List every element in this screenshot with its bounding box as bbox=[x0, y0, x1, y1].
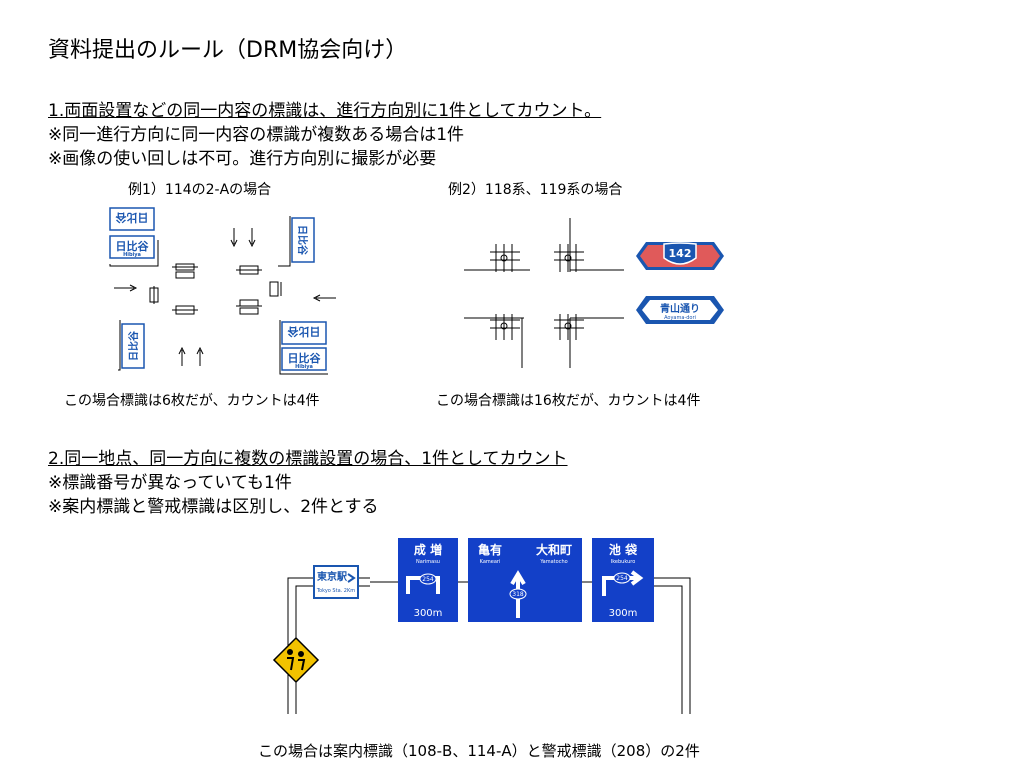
svg-text:300m: 300m bbox=[414, 608, 443, 619]
tokyo-station-sign: 東京駅 Tokyo Sta. 2Km bbox=[313, 565, 359, 599]
svg-text:142: 142 bbox=[669, 247, 692, 260]
rule2-note-2: ※案内標識と警戒標識は区別し、2件とする bbox=[48, 497, 379, 517]
example1-label: 例1）114の2-Aの場合 bbox=[128, 182, 272, 198]
sign-text-4: 日比谷 bbox=[288, 351, 322, 365]
sign-mirrored-text-2: 日比谷 bbox=[287, 325, 321, 339]
traffic-light-icon-5 bbox=[149, 286, 159, 304]
sign-sub-1: Hibiya bbox=[123, 252, 141, 258]
svg-text:300m: 300m bbox=[609, 608, 638, 619]
svg-text:東京駅: 東京駅 bbox=[317, 570, 348, 583]
svg-text:254: 254 bbox=[422, 576, 434, 583]
sign-hibiya-top-right bbox=[291, 217, 315, 263]
traffic-light-icon-6 bbox=[269, 281, 282, 297]
rule2-note-1: ※標識番号が異なっていても1件 bbox=[48, 473, 292, 493]
intersection-icon-4 bbox=[554, 314, 584, 340]
svg-text:Aoyama-dori: Aoyama-dori bbox=[664, 315, 696, 321]
sign-text-1: 日比谷 bbox=[116, 239, 150, 253]
sign-hibiya-top-left bbox=[109, 235, 155, 259]
sign-mirrored-bottom-right bbox=[281, 321, 327, 345]
page-title: 資料提出のルール（DRM協会向け） bbox=[48, 38, 408, 63]
sign-mirrored-text-1: 日比谷 bbox=[115, 211, 149, 225]
svg-text:Kameari: Kameari bbox=[480, 559, 501, 565]
svg-text:青山通り: 青山通り bbox=[660, 302, 700, 315]
intersection-icon-3 bbox=[490, 314, 520, 340]
arrow-down-icon bbox=[230, 228, 256, 248]
example2-caption: この場合標識は16枚だが、カウントは4件 bbox=[436, 393, 701, 409]
rule2-caption: この場合は案内標識（108-B、114-A）と警戒標識（208）の2件 bbox=[258, 742, 700, 760]
children-warning-sign bbox=[272, 636, 320, 684]
intersection-icon-2 bbox=[554, 244, 584, 272]
example2-label: 例2）118系、119系の場合 bbox=[448, 182, 623, 198]
example2-diagram: 142 青山通り Aoyama-dori bbox=[464, 218, 724, 368]
narimasu-panel: 成 増 Narimasu 254 300m bbox=[398, 538, 458, 622]
route-142-sign: 142 bbox=[636, 242, 724, 270]
sign-sub-4: Hibiya bbox=[295, 364, 313, 370]
traffic-light-icon-1 bbox=[172, 263, 198, 279]
rule1-note-1: ※同一進行方向に同一内容の標識が複数ある場合は1件 bbox=[48, 125, 465, 145]
traffic-light-icon-4 bbox=[236, 299, 262, 315]
svg-text:亀有: 亀有 bbox=[478, 542, 502, 557]
rule2-heading: 2.同一地点、同一方向に複数の標識設置の場合、1件としてカウント bbox=[48, 449, 568, 469]
intersection-icon-1 bbox=[490, 244, 520, 272]
ikebukuro-panel: 池 袋 Ikebukuro 254 300m bbox=[592, 538, 654, 622]
arrow-left-icon bbox=[312, 294, 336, 302]
traffic-light-icon-2 bbox=[236, 265, 262, 275]
svg-text:254: 254 bbox=[616, 575, 628, 582]
svg-text:Tokyo Sta. 2Km: Tokyo Sta. 2Km bbox=[316, 588, 355, 594]
svg-text:Yamatocho: Yamatocho bbox=[539, 559, 567, 565]
traffic-light-icon-3 bbox=[172, 305, 198, 315]
sign-text-2: 日比谷 bbox=[296, 225, 309, 256]
kameari-yamatocho-panel: 亀有 Kameari 大和町 Yamatocho 318 bbox=[468, 538, 582, 622]
sign-mirrored-top-left bbox=[109, 207, 155, 231]
sign-hibiya-bottom-left bbox=[121, 323, 145, 369]
svg-text:池 袋: 池 袋 bbox=[609, 542, 638, 557]
svg-text:Ikebukuro: Ikebukuro bbox=[611, 559, 636, 565]
arrow-right-icon bbox=[114, 284, 138, 292]
rule1-heading: 1.両面設置などの同一内容の標識は、進行方向別に1件としてカウント。 bbox=[48, 101, 602, 121]
aoyama-dori-sign: 青山通り Aoyama-dori bbox=[636, 296, 724, 324]
sign-hibiya-bottom-right bbox=[281, 347, 327, 371]
arrow-up-icon bbox=[178, 346, 204, 366]
svg-text:318: 318 bbox=[512, 591, 524, 598]
example1-diagram: 日比谷 日比谷 Hibiya 日比谷 日比谷 日比谷 日比谷 Hibiya bbox=[109, 207, 336, 375]
svg-text:大和町: 大和町 bbox=[536, 542, 572, 557]
example1-caption: この場合標識は6枚だが、カウントは4件 bbox=[64, 393, 320, 409]
sign-text-3: 日比谷 bbox=[127, 330, 140, 361]
rule2-scene: 東京駅 Tokyo Sta. 2Km 成 増 Narimasu 254 300m… bbox=[272, 538, 691, 714]
rule1-note-2: ※画像の使い回しは不可。進行方向別に撮影が必要 bbox=[48, 149, 437, 169]
svg-text:Narimasu: Narimasu bbox=[416, 559, 440, 565]
svg-text:成 増: 成 増 bbox=[414, 542, 442, 557]
